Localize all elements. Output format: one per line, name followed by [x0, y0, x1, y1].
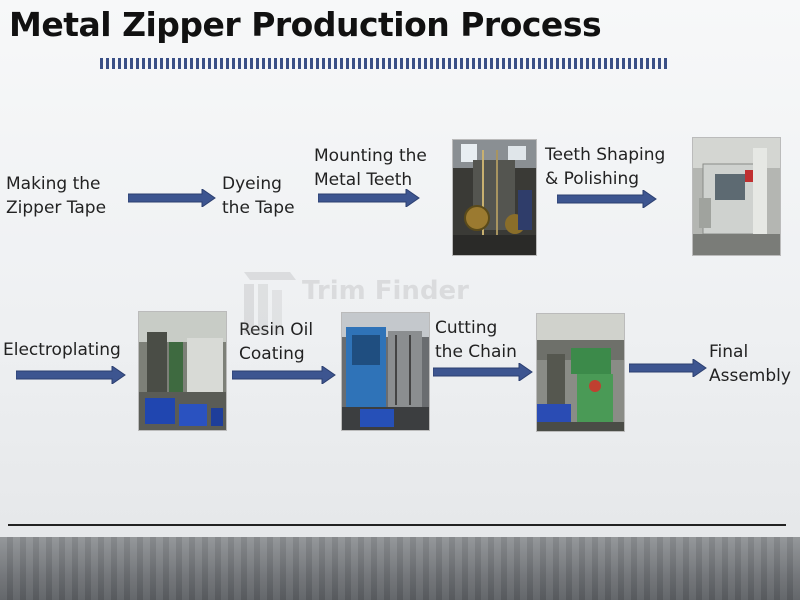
step-label-line1: Teeth Shaping: [545, 145, 666, 165]
step-label-line1: Final: [709, 342, 749, 362]
flow-arrow-7: [629, 359, 707, 377]
bottom-divider: [8, 524, 786, 526]
step-label-line2: Metal Teeth: [314, 170, 413, 190]
step-final-assembly: Final Assembly: [709, 340, 791, 388]
step-label-line2: the Tape: [222, 198, 295, 218]
chain-cutting-machine-photo: [536, 313, 625, 432]
flow-arrow-4: [16, 366, 126, 384]
teeth-mounting-machine-photo: [452, 139, 537, 256]
flow-arrow-5: [232, 366, 336, 384]
shaping-machine-photo: [692, 137, 781, 256]
step-label-line2: the Chain: [435, 342, 517, 362]
step-label-line1: Resin Oil: [239, 320, 314, 340]
page-title: Metal Zipper Production Process: [9, 5, 602, 44]
flow-arrow-2: [318, 189, 420, 207]
step-label-line2: Assembly: [709, 366, 791, 386]
step-teeth-shaping-polishing: Teeth Shaping & Polishing: [545, 143, 665, 191]
step-electroplating: Electroplating: [3, 338, 121, 362]
step-label-line1: Dyeing: [222, 174, 282, 194]
step-label-line2: Coating: [239, 344, 305, 364]
step-label-line1: Electroplating: [3, 340, 121, 360]
step-cutting-chain: Cutting the Chain: [435, 316, 517, 364]
step-mounting-metal-teeth: Mounting the Metal Teeth: [314, 144, 427, 192]
flow-arrow-6: [433, 363, 533, 381]
resin-coating-machine-photo: [341, 312, 430, 431]
step-label-line1: Mounting the: [314, 146, 427, 166]
step-resin-oil-coating: Resin Oil Coating: [239, 318, 313, 366]
step-label-line1: Making the: [6, 174, 101, 194]
step-label-line2: & Polishing: [545, 169, 640, 189]
step-label-line1: Cutting: [435, 318, 498, 338]
title-dash-divider: [100, 58, 670, 69]
floor-texture-band: [0, 537, 800, 600]
watermark-text: Trim Finder: [302, 276, 470, 306]
electroplating-line-photo: [138, 311, 227, 431]
flow-arrow-3: [557, 190, 657, 208]
step-label-line2: Zipper Tape: [6, 198, 107, 218]
step-making-zipper-tape: Making the Zipper Tape: [6, 172, 106, 220]
flow-arrow-1: [128, 189, 216, 207]
step-dyeing-tape: Dyeing the Tape: [222, 172, 295, 220]
